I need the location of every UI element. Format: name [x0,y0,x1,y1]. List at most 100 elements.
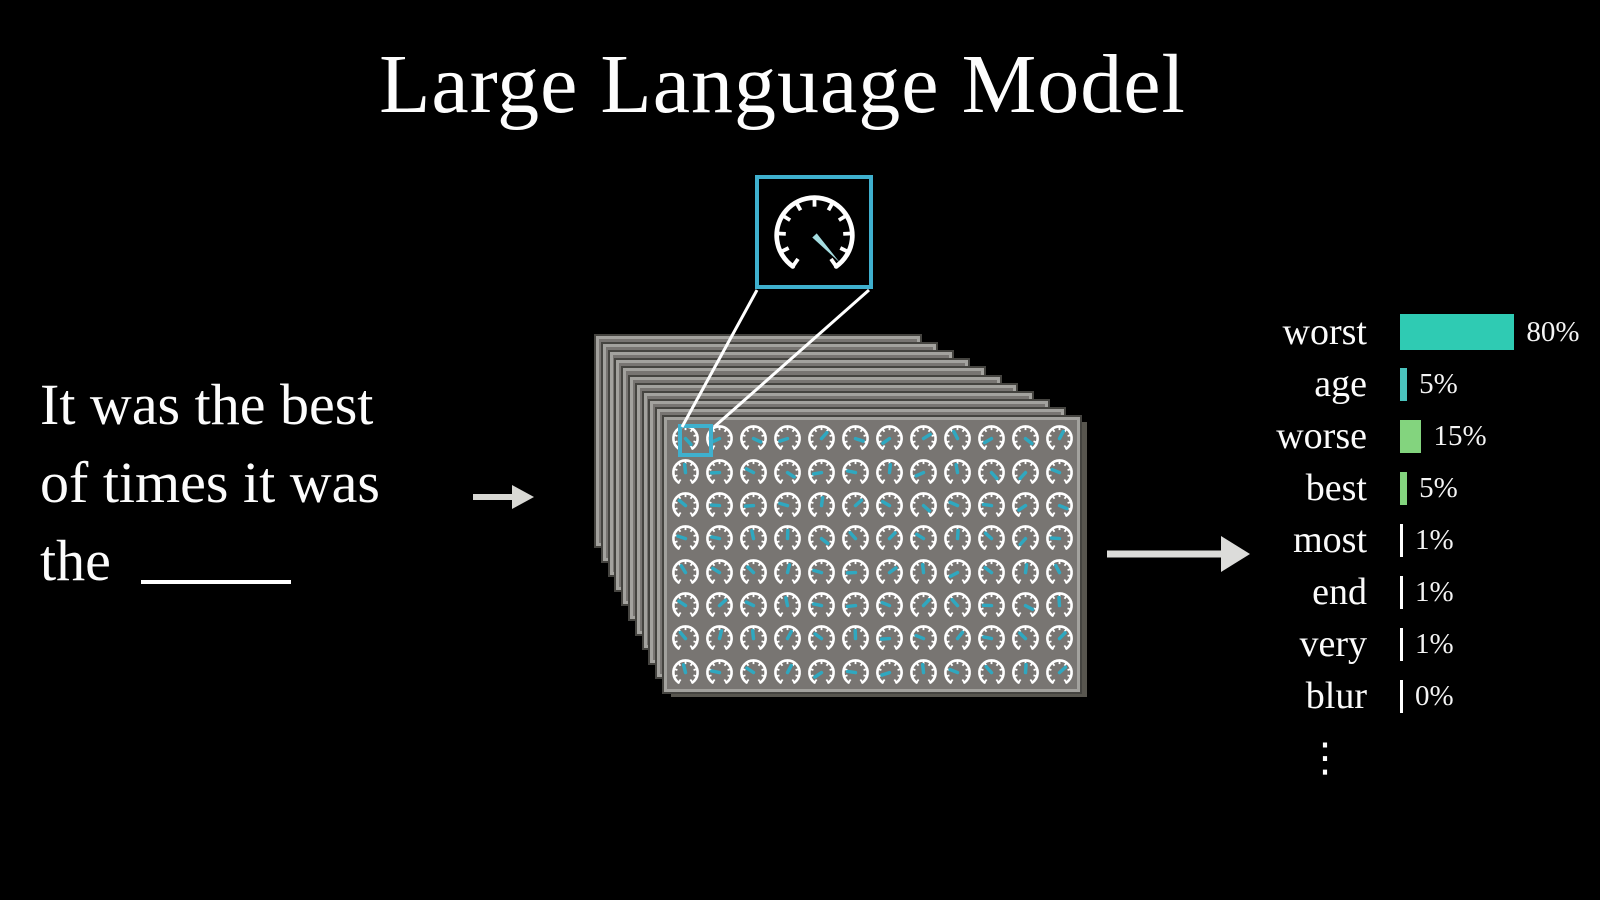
parameter-dial-icon [804,588,838,621]
parameter-dial-icon [1042,521,1076,554]
prompt-text: It was the best of times it was the [40,366,380,600]
prompt-line-1: It was the best [40,372,374,437]
parameter-dial-icon [1008,555,1042,588]
parameter-dial-icon [1008,655,1042,688]
parameter-dial-icon [872,488,906,521]
parameter-dial-icon [906,454,940,487]
probability-value: 5% [1419,367,1458,400]
parameter-dial-icon [838,521,872,554]
probability-bar [1400,523,1403,557]
probability-bar [1400,471,1408,505]
parameter-dial-icon [1008,454,1042,487]
truncation-ellipsis: ⋮ [1305,735,1345,781]
candidate-word-label: end [1312,571,1367,613]
parameter-dial-icon [770,655,804,688]
probability-value: 15% [1433,419,1487,452]
parameter-dial-icon [736,621,770,654]
probability-value: 1% [1415,575,1454,608]
fill-in-blank-underline [140,540,291,584]
parameter-dial-icon [1042,421,1076,454]
parameter-dial-icon [1008,588,1042,621]
parameter-dial-icon [838,555,872,588]
parameter-dial-icon [668,454,702,487]
parameter-dial-icon [906,488,940,521]
parameter-dial-icon [668,655,702,688]
parameter-dial-icon [736,655,770,688]
parameter-dial-icon [736,521,770,554]
parameter-dial-icon [702,555,736,588]
parameter-dial-icon [940,588,974,621]
parameter-dial-icon [804,488,838,521]
probability-bar [1400,367,1408,401]
parameter-dial-icon [770,621,804,654]
probability-value: 1% [1415,627,1454,660]
parameter-dial-icon [804,521,838,554]
parameter-dial-icon [1042,588,1076,621]
parameter-dial-icon [906,621,940,654]
parameter-dial-icon [838,655,872,688]
parameter-dial-icon [940,621,974,654]
parameter-dial-icon [736,421,770,454]
probability-value: 80% [1526,315,1580,348]
parameter-dial-icon [702,488,736,521]
parameter-dial-icon [872,588,906,621]
parameter-dial-icon [736,588,770,621]
parameter-dial-icon [940,555,974,588]
parameter-dial-icon [838,454,872,487]
parameter-dial-icon [872,454,906,487]
parameter-dial-icon [974,655,1008,688]
parameter-dial-icon [906,421,940,454]
parameter-matrix-front-panel [664,417,1080,692]
parameter-dial-icon [1008,521,1042,554]
parameter-dial-icon [906,588,940,621]
candidate-word-label: most [1293,519,1367,561]
parameter-dial-icon [736,488,770,521]
parameter-dial-icon [940,421,974,454]
dial-highlight-box [678,424,713,457]
parameter-dial-icon [668,621,702,654]
parameter-dial-icon [804,621,838,654]
parameter-dial-icon [872,521,906,554]
parameter-dial-icon [1042,488,1076,521]
parameter-dial-icon [872,621,906,654]
parameter-dial-icon [974,555,1008,588]
parameter-dial-icon [838,488,872,521]
candidate-word-label: blur [1305,675,1367,717]
parameter-dial-icon [804,555,838,588]
parameter-dial-icon [974,621,1008,654]
probability-bar [1400,419,1422,453]
parameter-dial-icon [736,454,770,487]
parameter-dial-icon [906,655,940,688]
parameter-dial-icon [702,521,736,554]
parameter-dial-icon [770,555,804,588]
parameter-dial-icon [906,521,940,554]
candidate-word-label: age [1314,363,1367,405]
parameter-dial-icon [974,488,1008,521]
page-title: Large Language Model [379,38,1186,131]
parameter-dial-icon [770,421,804,454]
probability-bar [1400,575,1403,609]
parameter-dial-icon [838,588,872,621]
parameter-dial-icon [1008,421,1042,454]
magnified-dial-icon [773,195,855,269]
parameter-dial-icon [668,555,702,588]
parameter-dial-icon [872,421,906,454]
parameter-dial-icon [702,621,736,654]
parameter-dial-icon [838,621,872,654]
parameter-dial-icon [872,655,906,688]
parameter-dial-icon [668,588,702,621]
parameter-dial-icon [1042,555,1076,588]
parameter-dial-icon [974,454,1008,487]
parameter-dial-icon [736,555,770,588]
parameter-dial-icon [770,488,804,521]
probability-row: end 1% [1175,566,1595,618]
parameter-dial-icon [804,454,838,487]
parameter-dial-icon [770,454,804,487]
parameter-dial-icon [838,421,872,454]
parameter-dial-icon [940,521,974,554]
